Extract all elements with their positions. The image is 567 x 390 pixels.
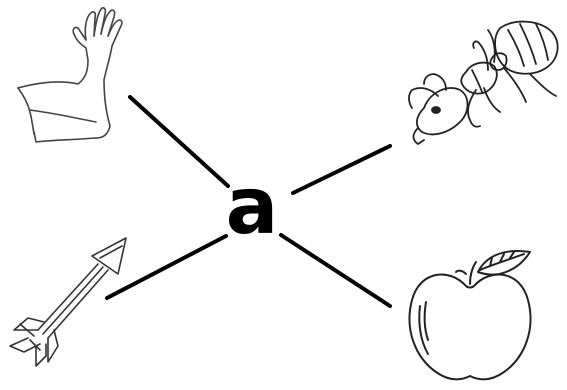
arm-icon <box>18 8 122 142</box>
center-letter: a <box>192 152 312 262</box>
arrow-icon <box>10 238 126 366</box>
apple-icon <box>409 251 530 379</box>
ant-icon <box>409 22 558 144</box>
